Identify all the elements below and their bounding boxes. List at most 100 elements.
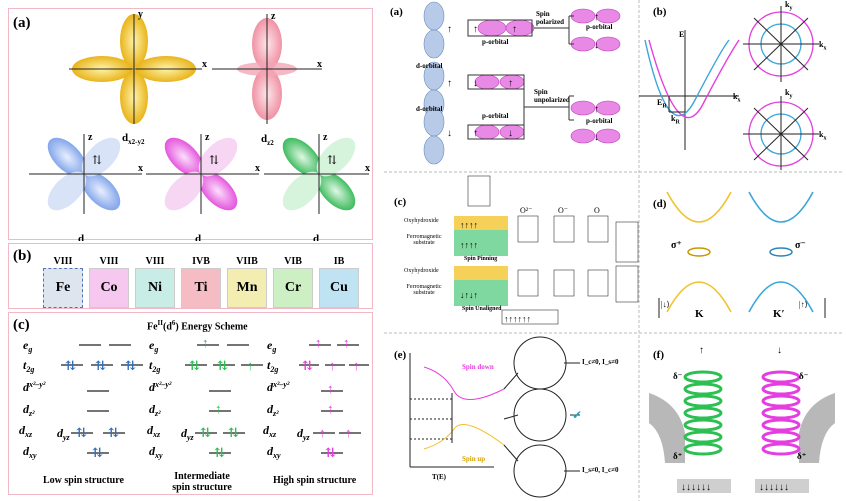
panel-b-label: (b) xyxy=(13,248,32,264)
element-tile-ni: Ni xyxy=(135,268,175,308)
svg-text:↑↑↑↑: ↑↑↑↑ xyxy=(460,240,478,250)
right-d-label: (d) xyxy=(653,198,667,210)
svg-text:↓↑↓↑: ↓↑↓↑ xyxy=(460,290,478,300)
svg-text:↑: ↑ xyxy=(447,24,452,35)
right-e-label: (e) xyxy=(394,349,407,361)
label-kR: kR xyxy=(671,114,680,126)
right-f-label: (f) xyxy=(653,349,664,361)
svg-text:↑↑↑↑↑↑: ↑↑↑↑↑↑ xyxy=(504,314,531,324)
label-o2minus: O²⁻ xyxy=(520,206,533,215)
caption-low-spin: Low spin structure xyxy=(43,475,124,486)
svg-text:↑: ↑ xyxy=(345,425,352,440)
element-tile-co: Co xyxy=(89,268,129,308)
svg-text:↑: ↑ xyxy=(215,401,222,416)
svg-text:dxy: dxy xyxy=(149,444,163,460)
caption-intermediate-spin: Intermediate spin structure xyxy=(172,471,232,493)
dxz-orbital: zx ⇅ dxz xyxy=(29,132,143,241)
right-panel-b: (b) E kx ER kR ky kx ky kx xyxy=(639,0,846,172)
label-Kprime: K′ xyxy=(773,308,785,320)
label-result-2: I_s≠0, I_c≠0 xyxy=(582,466,619,474)
group-label: VIII xyxy=(53,256,73,267)
label-ket-down: |↓⟩ xyxy=(661,300,670,309)
svg-text:⇅: ⇅ xyxy=(302,358,313,373)
svg-text:t2g: t2g xyxy=(23,358,34,374)
svg-text:dx²–y²: dx²–y² xyxy=(267,380,290,394)
svg-text:⇅: ⇅ xyxy=(92,153,102,167)
dxy-orbital: zx ⇅ dxy xyxy=(264,132,370,241)
svg-text:dxy: dxy xyxy=(267,444,281,460)
label-p-orbital-3: p-orbital xyxy=(482,112,509,120)
svg-text:z: z xyxy=(205,132,210,143)
label-p-orbital-1: p-orbital xyxy=(482,38,509,46)
svg-text:dyz: dyz xyxy=(57,426,71,442)
svg-text:↑: ↑ xyxy=(329,358,336,373)
panel-c-energy-scheme: (c) FeII(d6) Energy Scheme eg t2g dx²–y²… xyxy=(8,312,373,495)
svg-text:↑: ↑ xyxy=(247,358,254,373)
label-spin-up: Spin up xyxy=(462,455,486,463)
label-spin-pinning: Spin Pinning xyxy=(464,256,498,262)
svg-text:dz2: dz2 xyxy=(261,133,274,147)
svg-text:⇅: ⇅ xyxy=(200,425,211,440)
svg-text:dz²: dz² xyxy=(149,402,161,418)
label-delta-minus-1: δ⁻ xyxy=(673,371,683,381)
axis-kx-3: kx xyxy=(819,130,827,142)
label-ferro-2: Ferromagnetic substrate xyxy=(406,284,442,296)
group-label: VIII xyxy=(99,256,119,267)
svg-text:↑: ↑ xyxy=(512,24,517,35)
svg-text:↑: ↑ xyxy=(447,78,452,89)
svg-text:z: z xyxy=(323,132,328,143)
label-ket-up: |↑⟩ xyxy=(799,300,808,309)
svg-text:dxy: dxy xyxy=(23,444,37,460)
panel-c-label: (c) xyxy=(13,317,30,333)
svg-text:dx²–y²: dx²–y² xyxy=(23,380,46,394)
panel-a-label: (a) xyxy=(13,15,31,31)
label-delta-plus-1: δ⁺ xyxy=(673,451,683,461)
svg-text:↑: ↑ xyxy=(473,24,478,35)
label-delta-minus-2: δ⁻ xyxy=(799,371,809,381)
right-panel-a: (a) ↑↑↑ ↑↓↑ ↓↑↓ ↑↓↑↓ d-orbital p-orbital… xyxy=(384,0,639,172)
svg-text:✔: ✔ xyxy=(572,408,582,422)
svg-text:⇅: ⇅ xyxy=(325,445,336,460)
label-ER: ER xyxy=(657,98,667,110)
element-tile-fe: Fe xyxy=(43,268,83,308)
svg-text:⇅: ⇅ xyxy=(228,425,239,440)
label-oxyhydroxide-1: Oxyhydroxide xyxy=(404,218,439,224)
element-tile-ti: Ti xyxy=(181,268,221,308)
dx2-y2-orbital: yx dx2-y2 xyxy=(69,9,207,146)
svg-text:dxz: dxz xyxy=(78,233,91,241)
label-p-orbital-2: p-orbital xyxy=(586,23,613,31)
label-o: O xyxy=(594,206,600,215)
right-a-label: (a) xyxy=(390,6,403,18)
caption-high-spin: High spin structure xyxy=(273,475,357,486)
svg-text:↑: ↑ xyxy=(508,78,513,89)
dz2-orbital: zx dz2 xyxy=(212,11,322,147)
svg-text:↑: ↑ xyxy=(327,381,334,396)
axis-E: E xyxy=(679,30,685,39)
right-panel-f: (f) ↑↓↓↓↓↓↓↓↓↓↓↓↓↓ δ⁻ δ⁻ δ⁺ δ⁺ xyxy=(639,333,846,501)
svg-text:↓: ↓ xyxy=(508,128,513,139)
svg-text:⇅: ⇅ xyxy=(108,425,119,440)
svg-text:t2g: t2g xyxy=(267,358,278,374)
element-tile-mn: Mn xyxy=(227,268,267,308)
svg-text:⇅: ⇅ xyxy=(125,358,136,373)
d-orbital-shapes: yx dx2-y2 zx dz2 zx ⇅ dxz zx ⇅ dyz xyxy=(29,9,370,241)
label-ferro-1: Ferromagnetic substrate xyxy=(406,234,442,246)
svg-text:dxz: dxz xyxy=(263,423,277,439)
svg-text:⇅: ⇅ xyxy=(217,358,228,373)
group-label: IVB xyxy=(192,256,210,267)
svg-text:↑: ↑ xyxy=(699,345,704,356)
svg-text:↓↓↓↓↓↓: ↓↓↓↓↓↓ xyxy=(681,482,711,493)
svg-text:↑: ↑ xyxy=(315,335,322,350)
svg-text:↓: ↓ xyxy=(594,132,599,143)
axis-kx-2: kx xyxy=(819,40,827,52)
svg-text:x: x xyxy=(202,59,207,70)
svg-text:x: x xyxy=(138,163,143,174)
svg-text:↓: ↓ xyxy=(473,78,478,89)
svg-text:t2g: t2g xyxy=(149,358,160,374)
right-b-label: (b) xyxy=(653,6,667,18)
right-panel-e: (e) ✔ Spin down Spin up I_c≠0, I_s≠0 I_s… xyxy=(384,333,639,501)
svg-text:x: x xyxy=(365,163,370,174)
right-panel-d: (d) σ⁺ σ⁻ K K′ |↓⟩ |↑⟩ xyxy=(639,172,846,333)
